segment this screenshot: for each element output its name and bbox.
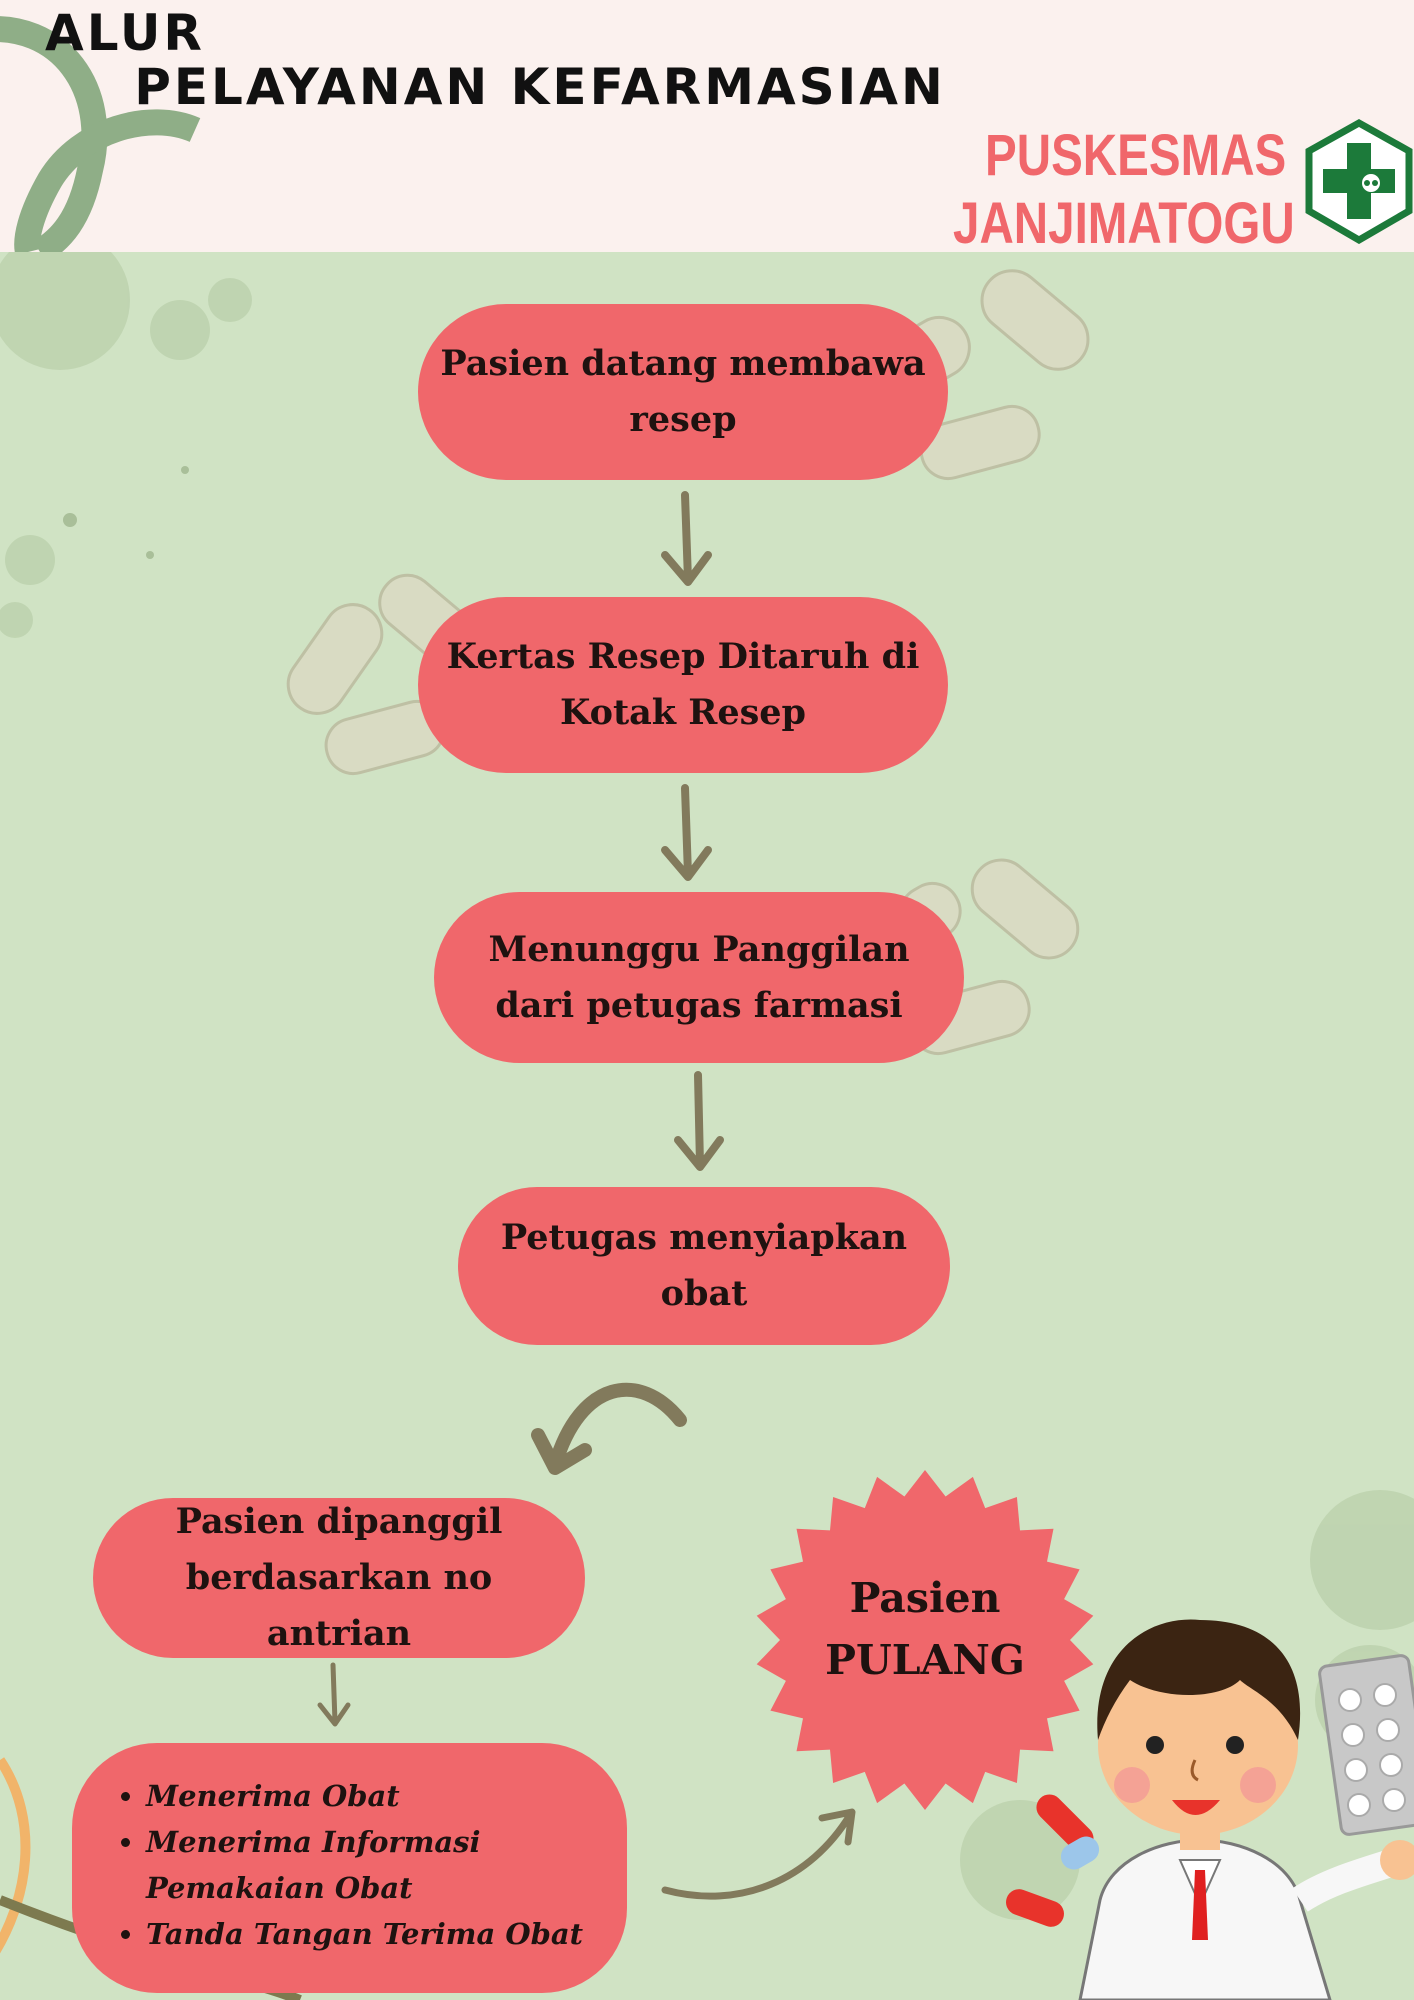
step-6-list: Menerima Obat Menerima Informasi Pemakai… (120, 1773, 607, 1957)
swirl-decoration-icon (0, 16, 201, 252)
step-5-node: Pasien dipanggil berdasarkan no antrian (93, 1498, 585, 1658)
step-4-node: Petugas menyiapkan obat (458, 1187, 950, 1345)
step-4-text: Petugas menyiapkan obat (500, 1217, 908, 1314)
blister-pack-icon (1318, 1654, 1414, 1836)
step-1-text: Pasien datang membawa resep (440, 343, 926, 440)
arrow-down-1 (661, 491, 712, 586)
list-item: Menerima Obat (146, 1773, 607, 1819)
step-2-node: Kertas Resep Ditaruh di Kotak Resep (418, 597, 948, 773)
title-line-2: PELAYANAN KEFARMASIAN (134, 58, 946, 116)
org-name-line-1: PUSKESMAS (985, 123, 1287, 188)
final-line-2: PULANG (825, 1636, 1025, 1684)
final-node-label: Pasien PULANG (760, 1567, 1090, 1691)
arrow-curve-right (661, 1808, 856, 1900)
step-3-text: Menunggu Panggilan dari petugas farmasi (488, 928, 910, 1026)
step-1-node: Pasien datang membawa resep (418, 304, 948, 480)
step-2-text: Kertas Resep Ditaruh di Kotak Resep (446, 636, 920, 733)
step-3-node: Menunggu Panggilan dari petugas farmasi (434, 892, 964, 1063)
list-item: Menerima Informasi Pemakaian Obat (146, 1819, 607, 1911)
final-line-1: Pasien (849, 1574, 1001, 1622)
arrow-curve-left (531, 1382, 687, 1475)
step-6-node: Menerima Obat Menerima Informasi Pemakai… (72, 1743, 627, 1993)
arrow-down-2 (661, 784, 712, 881)
step-5-text: Pasien dipanggil berdasarkan no antrian (175, 1501, 503, 1654)
title-line-1: ALUR (45, 4, 205, 62)
org-name-line-2: JANJIMATOGU (953, 191, 1295, 256)
health-cross-logo-icon (1305, 119, 1413, 244)
list-item: Tanda Tangan Terima Obat (146, 1911, 607, 1957)
arrow-down-4 (317, 1662, 351, 1727)
arrow-down-3 (674, 1071, 724, 1171)
capsule-icon (1006, 1794, 1100, 1927)
header-banner: ALUR PELAYANAN KEFARMASIAN PUSKESMAS JAN… (0, 0, 1414, 256)
